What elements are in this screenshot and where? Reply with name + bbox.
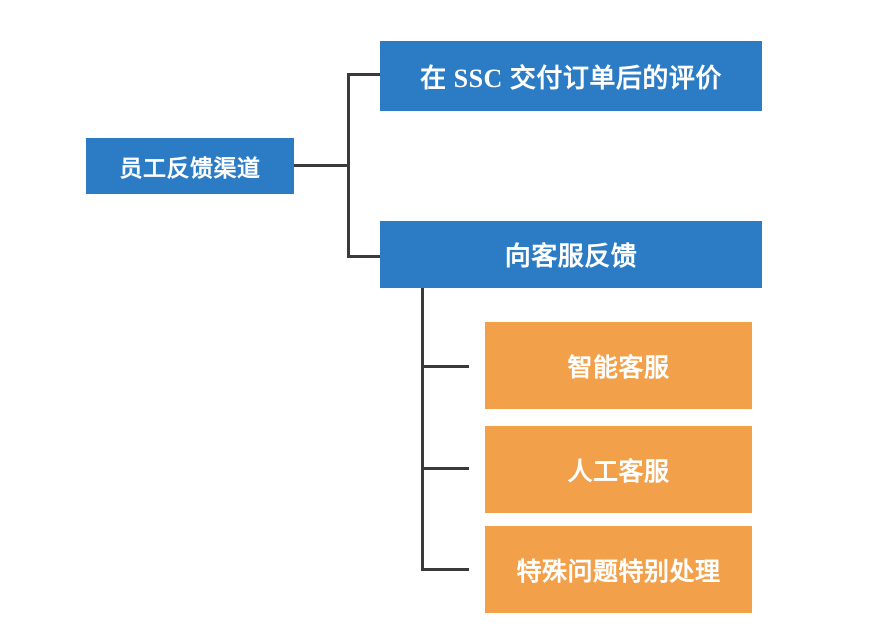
node-level2-intelligent-customer-service[interactable]: 智能客服 [485, 322, 752, 409]
node-level1-ssc-order-delivery-evaluation[interactable]: 在 SSC 交付订单后的评价 [380, 41, 762, 111]
connector-to-level2-item-2 [421, 467, 469, 470]
node-level2-special-issue-handling[interactable]: 特殊问题特别处理 [485, 526, 752, 613]
connector-root-spine [347, 74, 350, 258]
node-level1-feedback-to-customer-service[interactable]: 向客服反馈 [380, 221, 762, 288]
node-level2-human-customer-service[interactable]: 人工客服 [485, 426, 752, 513]
node-root-employee-feedback-channel[interactable]: 员工反馈渠道 [86, 138, 294, 194]
connector-to-level2-item-1 [421, 365, 469, 368]
connector-to-level2-item-3 [421, 568, 469, 571]
connector-root-stem [294, 164, 350, 167]
connector-level2-spine [421, 288, 424, 571]
connector-to-level1-item-1 [347, 73, 383, 76]
connector-to-level1-item-2 [347, 255, 383, 258]
